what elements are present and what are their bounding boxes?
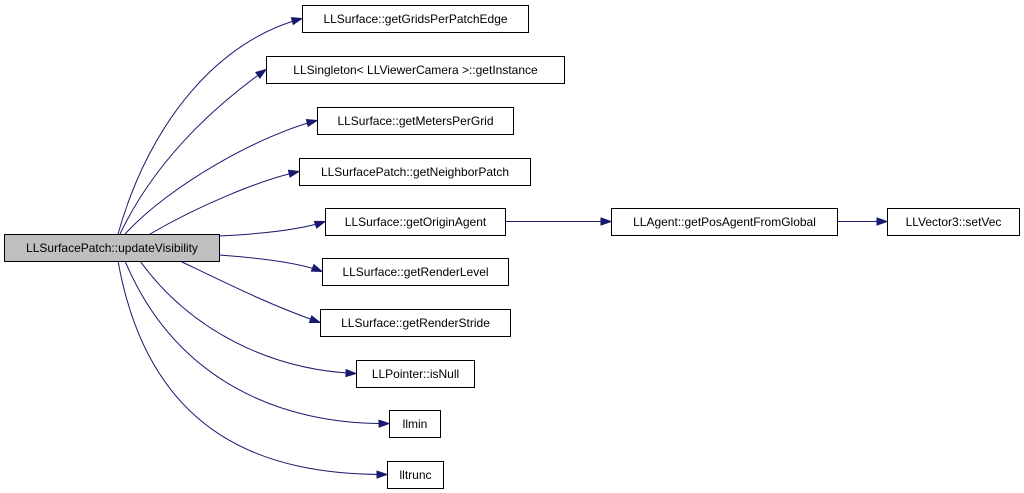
edge-arrowhead bbox=[876, 217, 889, 226]
edge-line bbox=[139, 260, 357, 374]
node-label: LLSingleton< LLViewerCamera >::getInstan… bbox=[293, 63, 538, 77]
edge-root-to-n2 bbox=[119, 68, 268, 235]
node-box[interactable] bbox=[322, 258, 509, 286]
edge-arrowhead bbox=[378, 419, 391, 428]
node-box[interactable] bbox=[266, 56, 565, 84]
edge-root-to-n9 bbox=[124, 260, 391, 428]
node-box[interactable] bbox=[299, 158, 531, 186]
edge-root-to-n4 bbox=[149, 169, 301, 235]
root-function-node[interactable]: LLSurfacePatch::updateVisibility bbox=[4, 234, 220, 262]
edge-line bbox=[117, 260, 388, 476]
edge-line bbox=[117, 18, 303, 235]
edge-line bbox=[119, 69, 267, 235]
edge-line bbox=[124, 120, 318, 235]
edge-root-to-n5 bbox=[218, 220, 327, 237]
edge-arrowhead bbox=[310, 263, 324, 273]
node-label: LLSurface::getOriginAgent bbox=[345, 215, 487, 229]
callee-function-node[interactable]: LLSurface::getMetersPerGrid bbox=[317, 107, 514, 135]
edge-root-to-n7 bbox=[179, 260, 322, 323]
callee-function-node[interactable]: LLSingleton< LLViewerCamera >::getInstan… bbox=[266, 56, 565, 84]
node-box[interactable] bbox=[302, 5, 529, 33]
edge-root-to-n3 bbox=[124, 119, 319, 235]
callee-function-node[interactable]: LLSurface::getOriginAgent bbox=[325, 208, 506, 236]
node-box[interactable] bbox=[389, 410, 441, 438]
edge-n11-to-n12 bbox=[837, 217, 889, 226]
node-label: LLSurfacePatch::getNeighborPatch bbox=[321, 165, 509, 179]
callee-function-node[interactable]: llmin bbox=[389, 410, 441, 438]
node-box[interactable] bbox=[4, 234, 220, 262]
node-box[interactable] bbox=[887, 208, 1020, 236]
node-label: LLSurface::getMetersPerGrid bbox=[337, 114, 493, 128]
node-box[interactable] bbox=[317, 107, 514, 135]
edge-line bbox=[218, 221, 326, 237]
callee-function-node[interactable]: LLPointer::isNull bbox=[356, 360, 475, 388]
edge-arrowhead bbox=[313, 220, 327, 229]
callee-function-node[interactable]: LLAgent::getPosAgentFromGlobal bbox=[611, 208, 838, 236]
callee-function-node[interactable]: LLSurface::getRenderLevel bbox=[322, 258, 509, 286]
node-label: LLSurface::getGridsPerPatchEdge bbox=[323, 12, 507, 26]
edge-line bbox=[218, 254, 323, 272]
node-label: LLSurfacePatch::updateVisibility bbox=[26, 241, 198, 255]
node-box[interactable] bbox=[325, 208, 506, 236]
node-label: LLPointer::isNull bbox=[372, 367, 459, 381]
node-box[interactable] bbox=[387, 461, 444, 489]
node-box[interactable] bbox=[320, 309, 511, 337]
nodes-layer: LLSurfacePatch::updateVisibilityLLSurfac… bbox=[4, 5, 1020, 489]
node-box[interactable] bbox=[611, 208, 838, 236]
edge-line bbox=[124, 260, 390, 425]
edge-arrowhead bbox=[287, 169, 301, 178]
node-label: LLVector3::setVec bbox=[906, 215, 1002, 229]
edge-root-to-n6 bbox=[218, 254, 324, 273]
edge-arrowhead bbox=[305, 119, 319, 128]
edge-line bbox=[149, 171, 300, 235]
node-label: llmin bbox=[403, 417, 428, 431]
node-label: lltrunc bbox=[399, 468, 431, 482]
callee-function-node[interactable]: LLSurfacePatch::getNeighborPatch bbox=[299, 158, 531, 186]
node-label: LLSurface::getRenderStride bbox=[341, 316, 490, 330]
edge-arrowhead bbox=[600, 217, 613, 226]
edge-root-to-n10 bbox=[117, 260, 389, 479]
edge-root-to-n1 bbox=[117, 17, 304, 235]
edge-root-to-n8 bbox=[139, 260, 358, 378]
node-box[interactable] bbox=[356, 360, 475, 388]
node-label: LLAgent::getPosAgentFromGlobal bbox=[633, 215, 816, 229]
callee-function-node[interactable]: LLVector3::setVec bbox=[887, 208, 1020, 236]
callee-function-node[interactable]: lltrunc bbox=[387, 461, 444, 489]
callee-function-node[interactable]: LLSurface::getRenderStride bbox=[320, 309, 511, 337]
edge-arrowhead bbox=[308, 315, 322, 323]
edge-n5-to-n11 bbox=[505, 217, 613, 226]
edges-layer bbox=[117, 17, 889, 479]
edge-arrowhead bbox=[255, 68, 268, 80]
edge-arrowhead bbox=[376, 470, 389, 479]
edge-arrowhead bbox=[345, 368, 358, 378]
edge-line bbox=[179, 260, 321, 323]
edge-arrowhead bbox=[290, 17, 304, 26]
callee-function-node[interactable]: LLSurface::getGridsPerPatchEdge bbox=[302, 5, 529, 33]
node-label: LLSurface::getRenderLevel bbox=[342, 265, 488, 279]
